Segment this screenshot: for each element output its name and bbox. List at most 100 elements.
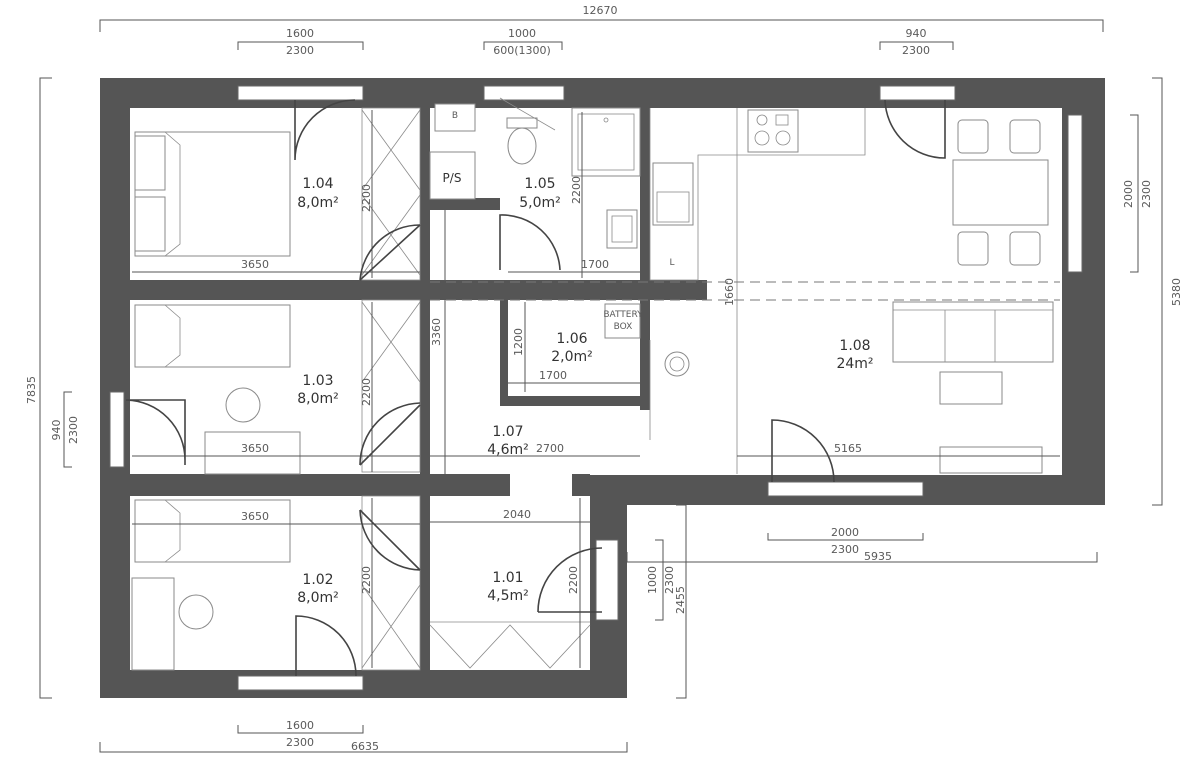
chair — [957, 231, 989, 266]
chair — [957, 119, 989, 154]
door-105 — [499, 214, 561, 271]
room-area: 5,0m² — [519, 195, 561, 211]
dim-corridor-w: 2700 — [536, 442, 564, 455]
dim-total-width: 12670 — [583, 4, 618, 17]
wall-left — [100, 78, 130, 698]
window-left-103 — [109, 391, 125, 468]
wall-105-106 — [500, 280, 707, 300]
room-101: 2040 2200 1.01 4,5m² — [429, 498, 603, 669]
dim-room103-h: 2200 — [360, 378, 373, 406]
entry-door — [537, 547, 603, 613]
dim-win-top-left-h: 2300 — [286, 44, 314, 57]
dim-win-top-mid-h: 600(1300) — [493, 44, 551, 57]
dim-win-top-right-h: 2300 — [902, 44, 930, 57]
office-chair — [225, 387, 261, 423]
fridge-label: L — [669, 258, 674, 268]
manhole — [664, 351, 690, 377]
dim-room101-h: 2200 — [567, 566, 580, 594]
window-top-105 — [483, 85, 565, 101]
wall-v-640-low — [640, 300, 650, 410]
chair — [1009, 231, 1041, 266]
room-number: 1.06 — [556, 331, 587, 347]
walls — [100, 78, 1105, 698]
door-108-balcony — [771, 419, 835, 483]
tv-stand — [939, 446, 1043, 474]
wall-ps-bottom — [420, 198, 500, 210]
toilet-tank — [506, 117, 538, 129]
wardrobe — [361, 495, 421, 671]
dim-corridor-h: 3360 — [430, 318, 443, 346]
cooktop — [747, 109, 799, 153]
bed-single — [134, 304, 291, 368]
kitchen: L — [649, 99, 1049, 281]
room-area: 8,0m² — [297, 195, 339, 211]
dim-left-depth: 7835 — [25, 376, 38, 404]
dim-room103-w: 3650 — [241, 442, 269, 455]
room-area: 8,0m² — [297, 391, 339, 407]
battery-label-1: BATTERY — [603, 310, 643, 320]
dim-win-top-right-w: 940 — [906, 27, 927, 40]
dim-right-depth: 5380 — [1170, 278, 1183, 306]
entry-door-opening — [595, 539, 619, 621]
dim-room105-h: 2200 — [570, 176, 583, 204]
window-top-108 — [879, 85, 956, 101]
chair — [1009, 119, 1041, 154]
window-right-108 — [1067, 114, 1083, 273]
dim-room102-h: 2200 — [360, 566, 373, 594]
dim-room105-w: 1700 — [581, 258, 609, 271]
battery-box — [604, 303, 641, 339]
dim-room106-w: 1700 — [539, 369, 567, 382]
window-top-104 — [237, 85, 364, 101]
office-chair — [178, 594, 214, 630]
sink — [652, 162, 694, 226]
dim-living-w: 5165 — [834, 442, 862, 455]
dim-left-win-w: 940 — [50, 420, 63, 441]
wardrobe — [361, 299, 421, 473]
room-102: 2200 3650 1.02 8,0m² — [131, 495, 421, 677]
door-104-window — [294, 99, 356, 161]
room-number: 1.05 — [524, 176, 555, 192]
door-102-window — [295, 615, 357, 677]
dim-bottom-left-win-h: 2300 — [286, 736, 314, 749]
dim-room104-h: 2200 — [360, 184, 373, 212]
door-104 — [359, 224, 421, 281]
door-gap-corridor — [510, 474, 572, 496]
toilet-bowl — [507, 127, 537, 165]
coffee-table — [939, 371, 1003, 405]
room-108: 1660 5165 1.08 24m² — [430, 108, 1060, 483]
dim-bottom-left-win-w: 1600 — [286, 719, 314, 732]
room-number: 1.03 — [302, 373, 333, 389]
room-area: 4,6m² — [487, 442, 529, 458]
room-106: BATTERY BOX 1200 1700 1.06 2,0m² — [508, 302, 643, 392]
wall-v-500 — [500, 282, 508, 402]
dim-room102-w: 3650 — [241, 510, 269, 523]
room-area: 8,0m² — [297, 590, 339, 606]
desk — [204, 431, 301, 475]
dim-win-top-left-w: 1600 — [286, 27, 314, 40]
wall-104-103 — [130, 280, 530, 300]
wall-v-420 — [420, 108, 430, 480]
battery-label-2: BOX — [614, 322, 633, 332]
dim-entry-door-h: 2300 — [663, 566, 676, 594]
room-number: 1.08 — [839, 338, 870, 354]
ps-label: P/S — [443, 171, 462, 185]
room-number: 1.04 — [302, 176, 333, 192]
dim-bottom-win-w: 2000 — [831, 526, 859, 539]
room-104: 2200 3650 1.04 8,0m² — [132, 99, 421, 281]
dim-entry-depth: 2455 — [674, 586, 687, 614]
dim-right-win-w: 2000 — [1122, 180, 1135, 208]
door-108-window — [884, 99, 946, 159]
dim-room106-h: 1200 — [512, 328, 525, 356]
window-bottom-108 — [767, 481, 924, 497]
desk — [131, 577, 175, 671]
room-area: 24m² — [836, 356, 873, 372]
room-105: B P/S 2200 1700 1.05 5,0m² — [429, 97, 641, 278]
dim-entry-door-w: 1000 — [646, 566, 659, 594]
dim-room101-w: 2040 — [503, 508, 531, 521]
door-103-window — [125, 399, 186, 465]
dim-bottom-win-h: 2300 — [831, 543, 859, 556]
dim-room104-w: 3650 — [241, 258, 269, 271]
room-107: 3360 2700 1.07 4,6m² — [430, 210, 690, 474]
boiler-label: B — [452, 111, 458, 121]
ps-shaft — [429, 151, 476, 200]
